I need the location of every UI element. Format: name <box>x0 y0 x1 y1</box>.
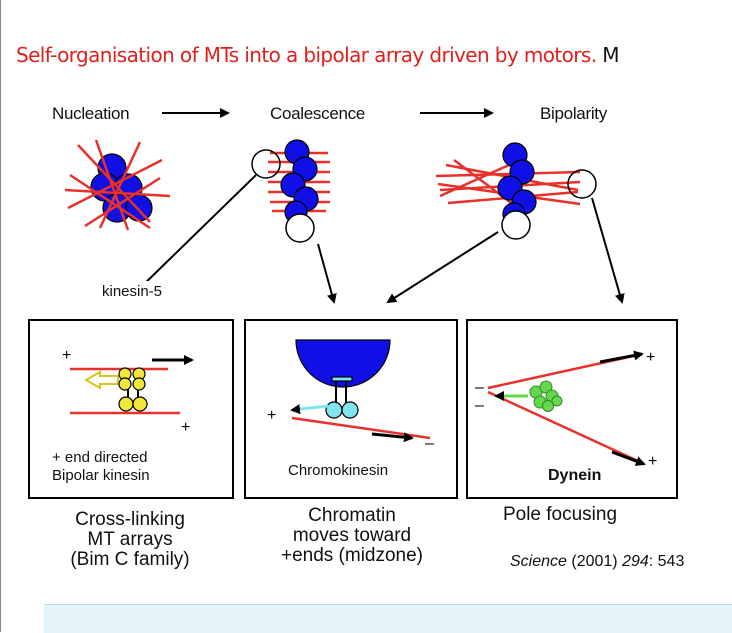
box2-plus-mark: + <box>267 407 276 424</box>
box1-label-line2: Bipolar kinesin <box>52 467 150 484</box>
box3-minus-mark-bottom: – <box>475 397 484 414</box>
coalescence-circle-bottom <box>285 213 315 243</box>
kinesin5-label-bg <box>100 281 178 299</box>
arrow-from-bipolarity <box>386 231 499 304</box>
box1-plus-mark-top: + <box>62 347 71 364</box>
box1-bipolar-kinesin <box>118 367 148 412</box>
box2-motion-arrow <box>290 404 329 415</box>
title-trailing: M <box>602 43 619 67</box>
citation-year: (2001) <box>566 553 623 570</box>
box1-microtubules <box>70 367 180 415</box>
arrow-to-dynein <box>591 197 625 304</box>
bottom-text-panel[interactable] <box>44 604 732 633</box>
kinesin5-label: kinesin-5 <box>102 283 162 300</box>
caption1-line3: (Bim C family) <box>70 549 190 570</box>
citation-pages: : 543 <box>648 553 685 570</box>
caption1-line2: MT arrays <box>87 529 173 550</box>
title-main: Self-organisation of MTs into a bipolar … <box>16 43 597 67</box>
slide-title: Self-organisation of MTs into a bipolar … <box>16 43 620 67</box>
caption-crosslinking: Cross-linking MT arrays (Bim C family) <box>30 510 230 570</box>
caption2-line1: Chromatin <box>308 505 396 526</box>
box3-label: Dynein <box>548 467 601 484</box>
caption1-line1: Cross-linking <box>75 509 185 530</box>
box1-open-arrow <box>83 370 119 390</box>
box2-chromokinesin <box>325 376 359 419</box>
left-border <box>0 0 1 632</box>
coalescence-circle-left <box>251 149 281 179</box>
box3-minus-mark-top: – <box>475 379 484 396</box>
box3-bottom-arrow <box>611 450 646 466</box>
bipolarity-chromatin <box>497 142 537 226</box>
nucleation-microtubules <box>64 139 171 231</box>
caption-chromatin: Chromatin moves toward +ends (midzone) <box>252 506 452 566</box>
bipolarity-circle-bottom <box>501 210 531 240</box>
caption2-line2: moves toward <box>292 525 412 546</box>
box1-plus-mark-bottom: + <box>181 419 190 436</box>
box3-dynein <box>529 380 563 412</box>
arrow-to-chromokinesin <box>317 243 337 304</box>
citation-volume: 294 <box>622 553 649 570</box>
coalescence-chromatin <box>280 139 319 224</box>
stage-nucleation: Nucleation <box>52 104 130 123</box>
box3-plus-mark-bottom: + <box>648 453 657 470</box>
caption2-line3: +ends (midzone) <box>280 545 424 566</box>
stage-bipolarity: Bipolarity <box>540 104 607 123</box>
box1-label-line1: + end directed <box>52 449 148 466</box>
box2-plus-end-arrow <box>371 432 414 443</box>
citation: Science (2001) 294: 543 <box>510 553 684 571</box>
box2-minus-mark: – <box>425 435 434 452</box>
box2-label: Chromokinesin <box>288 462 388 479</box>
box3-top-arrow <box>599 350 644 364</box>
caption3-line1: Pole focusing <box>502 504 618 525</box>
box3-plus-mark-top: + <box>646 349 655 366</box>
box-dynein <box>466 319 678 499</box>
arrow-to-kinesin5 <box>136 174 257 292</box>
caption-pole-focusing: Pole focusing <box>460 505 660 525</box>
bipolarity-circle-right <box>567 169 597 199</box>
citation-journal: Science <box>510 553 567 570</box>
stage-coalescence: Coalescence <box>270 104 365 123</box>
